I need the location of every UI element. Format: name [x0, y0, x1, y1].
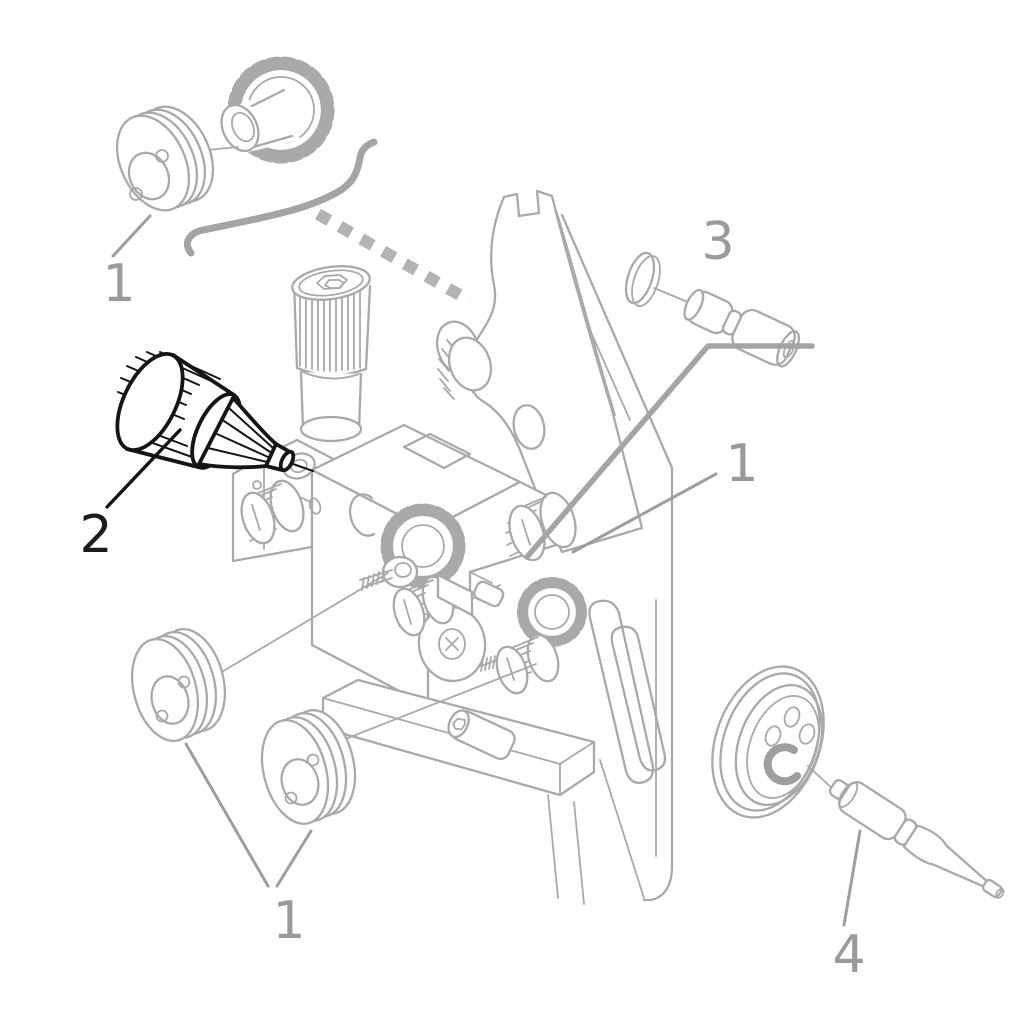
arm-knurled-knob — [435, 320, 493, 400]
guide-pin — [473, 580, 505, 608]
feed-roller-a — [131, 627, 226, 743]
roller-hub-right-lower — [495, 633, 560, 695]
drive-gear-2 — [480, 577, 587, 672]
roller-a-bore — [150, 675, 190, 725]
hex-socket-small — [452, 717, 466, 731]
adapter-cone — [902, 824, 989, 888]
adapter-body — [828, 779, 1005, 899]
arm-hole — [512, 404, 546, 450]
part1-roller-and-gear: 1 — [102, 56, 335, 314]
callout-leader-1-bottom — [184, 742, 313, 888]
part4-outlet-adapter: 4 — [711, 665, 1005, 985]
roller-b-axis-line — [329, 663, 537, 746]
phillips-screw-icon — [445, 637, 459, 651]
outlet-guide-cylinder — [447, 709, 516, 760]
callout-label-4: 4 — [832, 925, 865, 985]
callout-label-1-top: 1 — [102, 254, 135, 314]
group-brace — [184, 138, 378, 257]
callout-leader-1-top — [111, 214, 152, 258]
block-c-cutout — [348, 493, 376, 537]
pressure-disc — [711, 665, 825, 819]
gear1-threaded-shaft — [359, 569, 393, 591]
gear2-threaded-shaft — [480, 655, 498, 672]
part3-wire-guide: 3 — [524, 212, 815, 560]
wire-stub — [292, 463, 314, 472]
thumbscrew-mid — [392, 575, 455, 637]
pressure-arm — [435, 189, 644, 554]
callout-leader-1-right — [571, 472, 718, 554]
part1-roller-pair: 1 — [131, 572, 537, 951]
gear-hub — [220, 103, 260, 153]
callout-leader-4 — [842, 829, 862, 927]
callout-label-3: 3 — [701, 212, 734, 272]
callout-leader-2 — [105, 428, 182, 509]
callout-leader-3 — [524, 343, 815, 560]
guide-washer — [624, 251, 656, 305]
screw-top — [291, 265, 371, 301]
roller-bore — [127, 151, 171, 201]
guide-body — [683, 288, 801, 368]
callout-label-1-right: 1 — [725, 434, 758, 494]
feed-roller-b — [260, 709, 357, 825]
guide-block — [436, 573, 474, 617]
disc-hub-hole — [763, 743, 801, 786]
roller-a-axis-line — [204, 572, 389, 683]
base-platform — [321, 678, 596, 797]
tension-screw — [291, 265, 372, 443]
gear2-teeth — [517, 577, 587, 647]
motor-housing-outline — [588, 599, 655, 784]
thumbscrew-left — [240, 479, 322, 545]
knob-cap — [115, 351, 185, 453]
assembly-direction-dashed-line — [315, 208, 473, 307]
callout-label-2: 2 — [79, 505, 112, 565]
drive-train — [240, 479, 587, 695]
roller-b-bore — [280, 758, 320, 806]
feed-roller-exploded-top — [115, 105, 215, 212]
screw-hub — [299, 415, 363, 443]
part2-inlet-guide-knob: 2 — [79, 351, 314, 565]
callout-1-right: 1 — [571, 434, 759, 554]
drive-gear-exploded — [220, 56, 335, 164]
callout-label-1-bottom: 1 — [272, 891, 305, 951]
inner-roller — [417, 605, 487, 683]
